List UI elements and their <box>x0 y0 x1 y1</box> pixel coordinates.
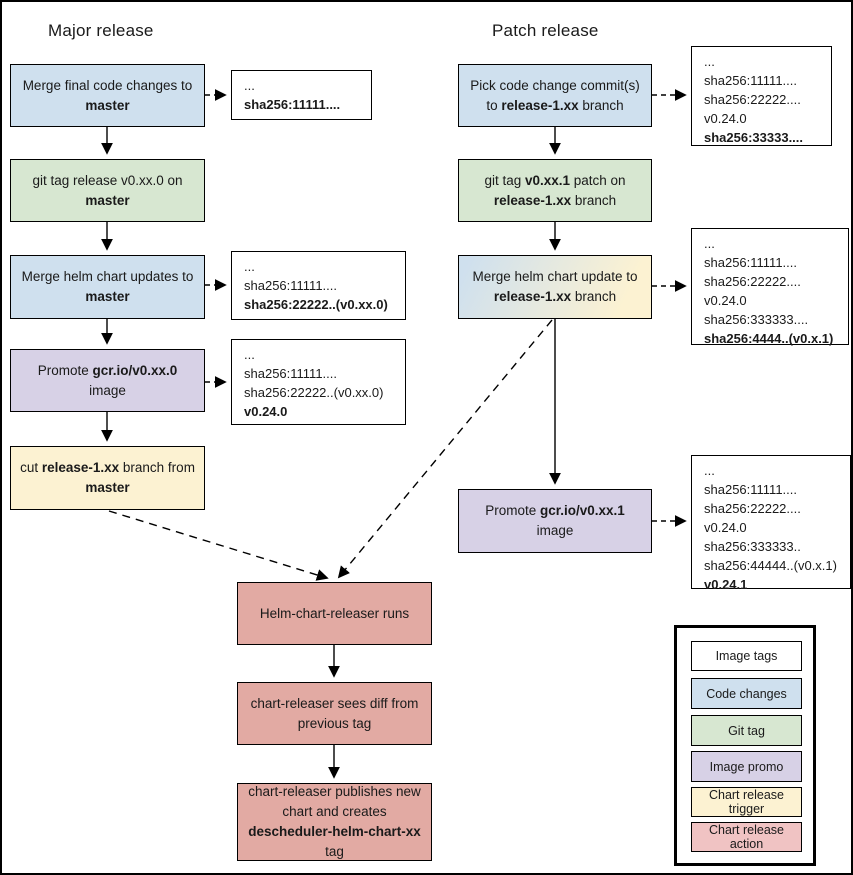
legend-item-chart-release-trigger: Chart release trigger <box>691 787 802 817</box>
flow-box-chart-releaser-publishes: chart-releaser publishes new chart and c… <box>237 783 432 861</box>
image-tags-box-major-2: ...sha256:11111....sha256:22222..(v0.xx.… <box>231 251 406 320</box>
flow-box-git-tag-major: git tag release v0.xx.0 on master <box>10 159 205 222</box>
flow-box-cut-release-branch: cut release-1.xx branch from master <box>10 446 205 510</box>
flow-box-promote-image-patch: Promote gcr.io/v0.xx.1 image <box>458 489 652 553</box>
major-release-title: Major release <box>48 21 154 40</box>
flow-box-pick-code-change: Pick code change commit(s) to release-1.… <box>458 64 652 127</box>
flow-box-helm-chart-releaser-runs: Helm-chart-releaser runs <box>237 582 432 645</box>
image-tags-box-patch-2: ...sha256:11111....sha256:22222....v0.24… <box>691 228 849 346</box>
flow-box-chart-releaser-diff: chart-releaser sees diff from previous t… <box>237 682 432 745</box>
flow-box-git-tag-patch: git tag v0.xx.1 patch on release-1.xx br… <box>458 159 652 222</box>
flow-box-merge-helm-updates: Merge helm chart updates to master <box>10 255 205 319</box>
patch-release-title: Patch release <box>492 21 599 40</box>
legend: Image tags Code changes Git tag Image pr… <box>674 625 816 866</box>
image-tags-box-patch-1: ...sha256:11111....sha256:22222....v0.24… <box>691 46 832 146</box>
flow-box-merge-helm-update: Merge helm chart update to release-1.xx … <box>458 255 652 319</box>
legend-item-chart-release-action: Chart release action <box>691 822 802 852</box>
image-tags-box-major-3: ...sha256:11111....sha256:22222..(v0.xx.… <box>231 339 406 425</box>
flow-box-promote-image-major: Promote gcr.io/v0.xx.0 image <box>10 349 205 412</box>
flow-box-merge-final-code: Merge final code changes to master <box>10 64 205 127</box>
legend-item-code-changes: Code changes <box>691 678 802 709</box>
image-tags-box-patch-3: ...sha256:11111....sha256:22222....v0.24… <box>691 455 851 592</box>
legend-item-git-tag: Git tag <box>691 715 802 746</box>
legend-item-image-tags: Image tags <box>691 641 802 671</box>
image-tags-box-major-1: ...sha256:11111.... <box>231 70 372 120</box>
legend-item-image-promo: Image promo <box>691 751 802 782</box>
